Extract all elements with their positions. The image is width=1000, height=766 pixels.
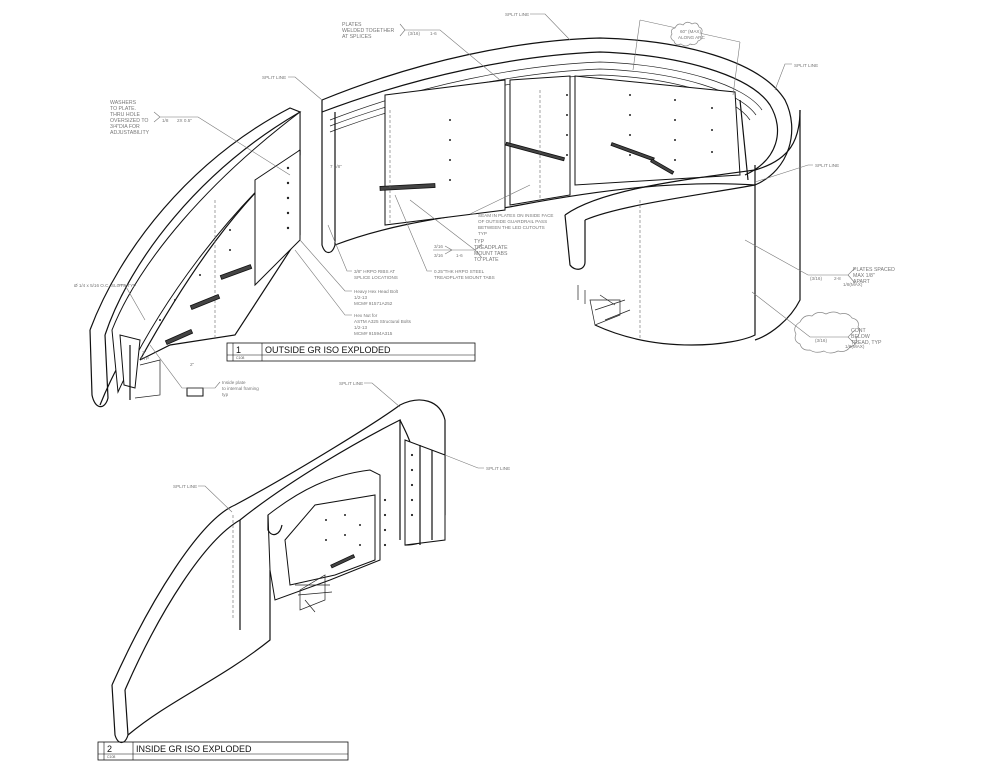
weld-symbol: 3/16 bbox=[434, 244, 443, 249]
cont-below-note: TREAD, TYP bbox=[851, 340, 882, 346]
washers-note: ADJUSTABILITY bbox=[110, 130, 150, 136]
view2-annotations: SPLIT LINE SPLIT LINE SPLIT LINE bbox=[173, 381, 510, 513]
washers-note: WASHERS bbox=[110, 100, 137, 106]
split-line-label: SPLIT LINE bbox=[339, 381, 363, 386]
inside-plate-note: typ bbox=[222, 392, 229, 397]
split-line-label: SPLIT LINE bbox=[486, 466, 510, 471]
bolt-dots bbox=[159, 166, 290, 321]
right-end-rail-segment bbox=[564, 109, 801, 346]
view-number: 1 bbox=[236, 345, 241, 355]
view1-annotations: SPLIT LINE SPLIT LINE SPLIT LINE SPLIT L… bbox=[74, 12, 895, 397]
seam-note: BETWEEN THE LED CUTOUTS bbox=[478, 225, 545, 230]
split-line-label: SPLIT LINE bbox=[173, 484, 197, 489]
plates-welded-note: WELDED TOGETHER bbox=[342, 28, 395, 34]
split-line-label: SPLIT LINE bbox=[794, 63, 818, 68]
treadplate-tabs-note: MOUNT TABS bbox=[474, 251, 508, 257]
plates-welded-note: PLATES bbox=[342, 22, 362, 28]
plates-spaced-note: APART bbox=[853, 279, 871, 285]
bolt-note: 1/2-13 bbox=[354, 295, 367, 300]
dimension-text: 7 5/8" bbox=[330, 164, 342, 169]
nut-note: MCM# 91594A315 bbox=[354, 331, 393, 336]
weld-symbol: 1-6 bbox=[456, 253, 463, 258]
left-end-rail-segment bbox=[89, 107, 302, 408]
seam-note: TYP bbox=[478, 231, 487, 236]
bolt-note: MCM# 91571A252 bbox=[354, 301, 393, 306]
washers-note: OVERSIZED TO bbox=[110, 118, 148, 124]
bolt-dots bbox=[325, 453, 414, 547]
washers-note: TO PLATE. bbox=[110, 106, 136, 112]
weld-symbol: (3/16) bbox=[815, 338, 827, 343]
dimension-text: 3" bbox=[142, 350, 147, 355]
split-line-label: SPLIT LINE bbox=[815, 163, 839, 168]
view-title: OUTSIDE GR ISO EXPLODED bbox=[265, 345, 391, 355]
steel-tabs-note: TREADPLATE MOUNT TABS bbox=[434, 275, 495, 280]
nut-note: 1/2-13 bbox=[354, 325, 367, 330]
treadplate-tabs-note: TREADPLATE bbox=[474, 245, 508, 251]
main-outside-rail bbox=[321, 37, 793, 254]
view2-title-block: 2 C108 INSIDE GR ISO EXPLODED bbox=[97, 741, 349, 761]
plates-spaced-note: PLATES SPACED bbox=[853, 267, 895, 273]
weld-symbol: 1/8(MAX) bbox=[843, 282, 863, 287]
nut-note: ASTM A325 Structural Bolts bbox=[354, 319, 412, 324]
weld-symbol: 3/16 bbox=[434, 253, 443, 258]
weld-symbol: (3/16) bbox=[408, 31, 420, 36]
bolt-dots bbox=[449, 94, 713, 181]
treadplate-tabs-note: TO PLATE bbox=[474, 257, 499, 263]
dimension-text: 2" bbox=[190, 362, 195, 367]
washers-note: THRU HOLE bbox=[110, 112, 141, 118]
bolt-note: Heavy Hex Head Bolt bbox=[354, 289, 399, 294]
treadplate-tabs-note: TYP bbox=[474, 239, 485, 245]
weld-symbol: 1-6 bbox=[430, 31, 437, 36]
view-sheet-ref: C108 bbox=[236, 356, 244, 360]
view1-title-block: 1 C108 OUTSIDE GR ISO EXPLODED bbox=[226, 342, 476, 362]
cont-below-note: BELOW bbox=[851, 334, 870, 340]
max-arc-label: 60" (MAX) bbox=[680, 29, 702, 34]
weld-symbol: 1/8(MAX) bbox=[845, 344, 865, 349]
view-title: INSIDE GR ISO EXPLODED bbox=[136, 744, 252, 754]
inside-plate-note: to internal framing bbox=[222, 386, 259, 391]
weld-symbol: (3/16) bbox=[810, 276, 822, 281]
steel-tabs-note: 0.25"THK HRPO STEEL bbox=[434, 269, 485, 274]
split-line-label: SPLIT LINE bbox=[262, 75, 286, 80]
dimension-text: TYP bbox=[140, 356, 149, 361]
inside-guardrail-iso-view bbox=[111, 399, 446, 744]
max-arc-dimension: 60" (MAX) ALONG ARC bbox=[632, 19, 741, 96]
washers-note: 3/4"DIA FOR bbox=[110, 124, 140, 130]
nut-note: Hex Nut for bbox=[354, 313, 378, 318]
view-sheet-ref: C108 bbox=[107, 755, 115, 759]
plates-spaced-note: MAX 1/8" bbox=[853, 273, 875, 279]
weld-symbol: 2X 0.5" bbox=[177, 118, 192, 123]
view-number: 2 bbox=[107, 744, 112, 754]
max-arc-label: ALONG ARC bbox=[678, 35, 705, 40]
ribs-note: 3/8" HRPO RIBS AT bbox=[354, 269, 395, 274]
plates-welded-note: AT SPLICES bbox=[342, 34, 372, 40]
seam-note: OF OUTSIDE GUARDRAIL PASS bbox=[478, 219, 547, 224]
weld-symbol: 2-8 bbox=[834, 276, 841, 281]
weld-symbol: 1/8 bbox=[162, 118, 169, 123]
cont-below-note: CONT bbox=[851, 328, 867, 334]
seam-note: SEAM IN PLATES ON INSIDE FACE bbox=[478, 213, 553, 218]
inside-plate-note: Inside plate bbox=[222, 380, 246, 385]
split-line-label: SPLIT LINE bbox=[505, 12, 529, 17]
slots-note: Ø 1/4 x 5/16 O.C. SLOTS TYP bbox=[74, 283, 136, 288]
ribs-note: SPLICE LOCATIONS bbox=[354, 275, 398, 280]
outside-guardrail-iso-view: 60" (MAX) ALONG ARC bbox=[89, 19, 801, 408]
